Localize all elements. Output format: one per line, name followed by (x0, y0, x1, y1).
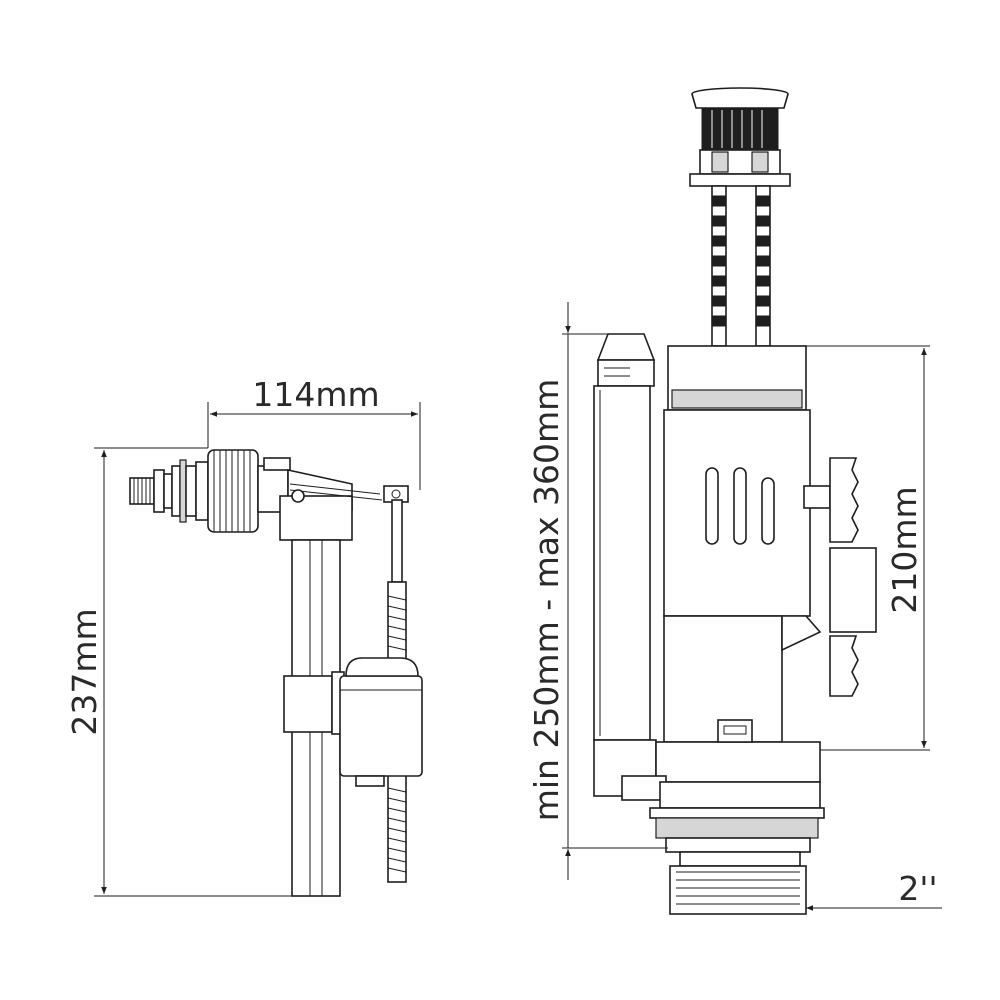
overflow-pipe (593, 333, 657, 797)
dimension-height-237: 237mm (65, 447, 292, 897)
flush-valve-base (621, 719, 825, 915)
dimension-label-237mm: 237mm (65, 608, 104, 735)
dimension-label-2in: 2'' (898, 869, 937, 908)
dimension-outlet-2in: 2'' (806, 869, 942, 911)
push-button-cables (711, 185, 771, 347)
fill-valve-float (339, 657, 423, 787)
dimension-label-114mm: 114mm (252, 375, 379, 414)
fill-valve-lock-nut (207, 449, 259, 533)
fill-valve-inlet-thread (129, 459, 209, 523)
dimension-label-range: min 250mm - max 360mm (527, 379, 566, 822)
dimension-label-210mm: 210mm (885, 486, 924, 613)
flush-valve-side-float (829, 457, 877, 697)
flush-valve (593, 87, 877, 915)
fill-valve-head (257, 457, 409, 541)
fill-valve (129, 449, 423, 897)
dimension-width-114: 114mm (207, 375, 421, 490)
fill-valve-riser-tube (283, 539, 345, 897)
flush-valve-body (663, 345, 831, 743)
dimension-range-250-360: min 250mm - max 360mm (527, 302, 668, 880)
dimension-height-210: 210mm (806, 345, 930, 751)
push-button (689, 87, 791, 187)
